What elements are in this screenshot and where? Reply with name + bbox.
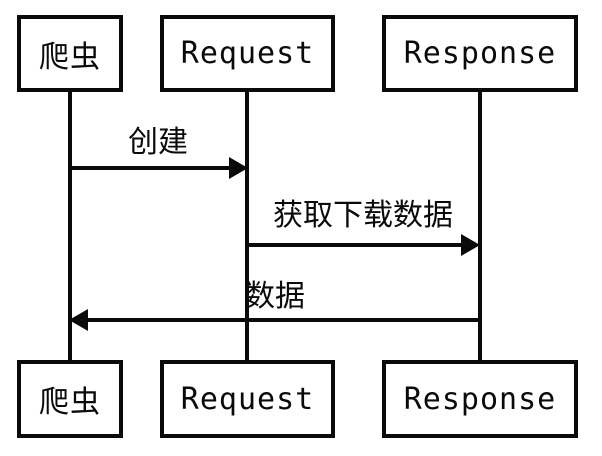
message-line-fetch-download-data	[247, 243, 462, 247]
actor-label-response-bottom: Response	[403, 381, 557, 417]
arrowhead-right-icon	[461, 234, 480, 256]
actor-label-request-bottom: Request	[180, 381, 315, 417]
arrowhead-left-icon	[69, 309, 88, 331]
message-label-fetch-download-data: 获取下载数据	[273, 198, 453, 233]
actor-label-request-top: Request	[180, 36, 315, 71]
lifeline-crawler	[68, 92, 72, 360]
actor-label-response-top: Response	[403, 36, 557, 71]
actor-box-response-bottom: Response	[382, 360, 578, 438]
message-line-data	[88, 318, 480, 322]
lifeline-response	[478, 92, 482, 360]
message-label-data: 数据	[245, 279, 305, 314]
actor-box-response-top: Response	[382, 15, 578, 92]
lifeline-request	[245, 92, 249, 360]
actor-box-request-top: Request	[160, 15, 335, 92]
actor-label-crawler-top: 爬虫	[39, 39, 101, 75]
actor-box-request-bottom: Request	[160, 360, 335, 438]
actor-box-crawler-bottom: 爬虫	[17, 360, 123, 438]
actor-box-crawler-top: 爬虫	[17, 15, 123, 92]
message-label-create: 创建	[128, 125, 188, 160]
actor-label-crawler-bottom: 爬虫	[39, 385, 101, 420]
message-line-create	[70, 166, 230, 170]
arrowhead-right-icon	[229, 157, 248, 179]
